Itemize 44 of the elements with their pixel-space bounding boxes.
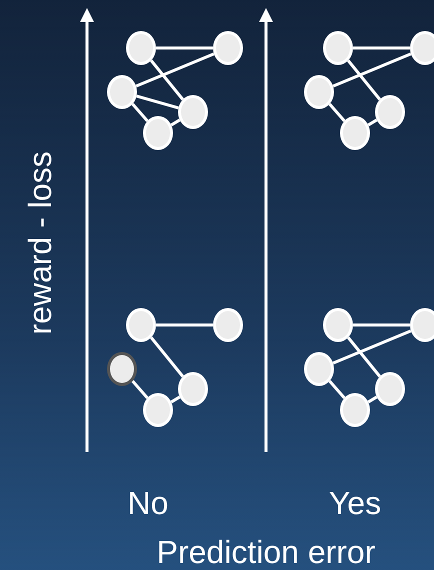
network-node-circle (323, 31, 353, 65)
network-node-circle (107, 352, 137, 386)
connector-line (353, 46, 410, 50)
connector-line (136, 52, 214, 88)
connector-line (150, 60, 184, 100)
connector-line (347, 336, 381, 378)
connector-line (347, 60, 381, 100)
network-node-circle (340, 393, 370, 427)
network-node-circle (410, 308, 434, 342)
connector-line (170, 118, 181, 126)
connector-line (156, 46, 213, 50)
connector-line (367, 118, 378, 126)
connector-line (131, 103, 149, 122)
connector-line (332, 329, 412, 365)
network-node-circle (107, 75, 137, 109)
network-node-circle (126, 31, 156, 65)
connector-line (150, 336, 184, 378)
network-node-circle (178, 95, 208, 129)
network-node-circle (126, 308, 156, 342)
connector-line (332, 52, 412, 88)
column-label: Yes (328, 487, 382, 519)
connector-line (131, 380, 149, 399)
network-node-circle (323, 308, 353, 342)
connector-line (136, 94, 179, 110)
network-node-circle (375, 372, 405, 406)
network-node-circle (375, 95, 405, 129)
connector-line (328, 103, 346, 122)
network-node-circle (143, 393, 173, 427)
network-node-circle (410, 31, 434, 65)
column-label: No (128, 487, 168, 519)
axis-label: reward - loss (24, 151, 56, 335)
network-node-circle (304, 352, 334, 386)
connector-line (328, 380, 346, 399)
network-node-circle (304, 75, 334, 109)
connector-line (170, 396, 181, 404)
network-node-circle (213, 308, 243, 342)
network-node-circle (340, 116, 370, 150)
network-node-circle (143, 116, 173, 150)
network-node-circle (213, 31, 243, 65)
network-node-circle (178, 372, 208, 406)
axis-label: Prediction error (156, 536, 376, 568)
connector-line (367, 396, 378, 404)
connector-line (156, 324, 213, 326)
connector-line (353, 324, 410, 326)
